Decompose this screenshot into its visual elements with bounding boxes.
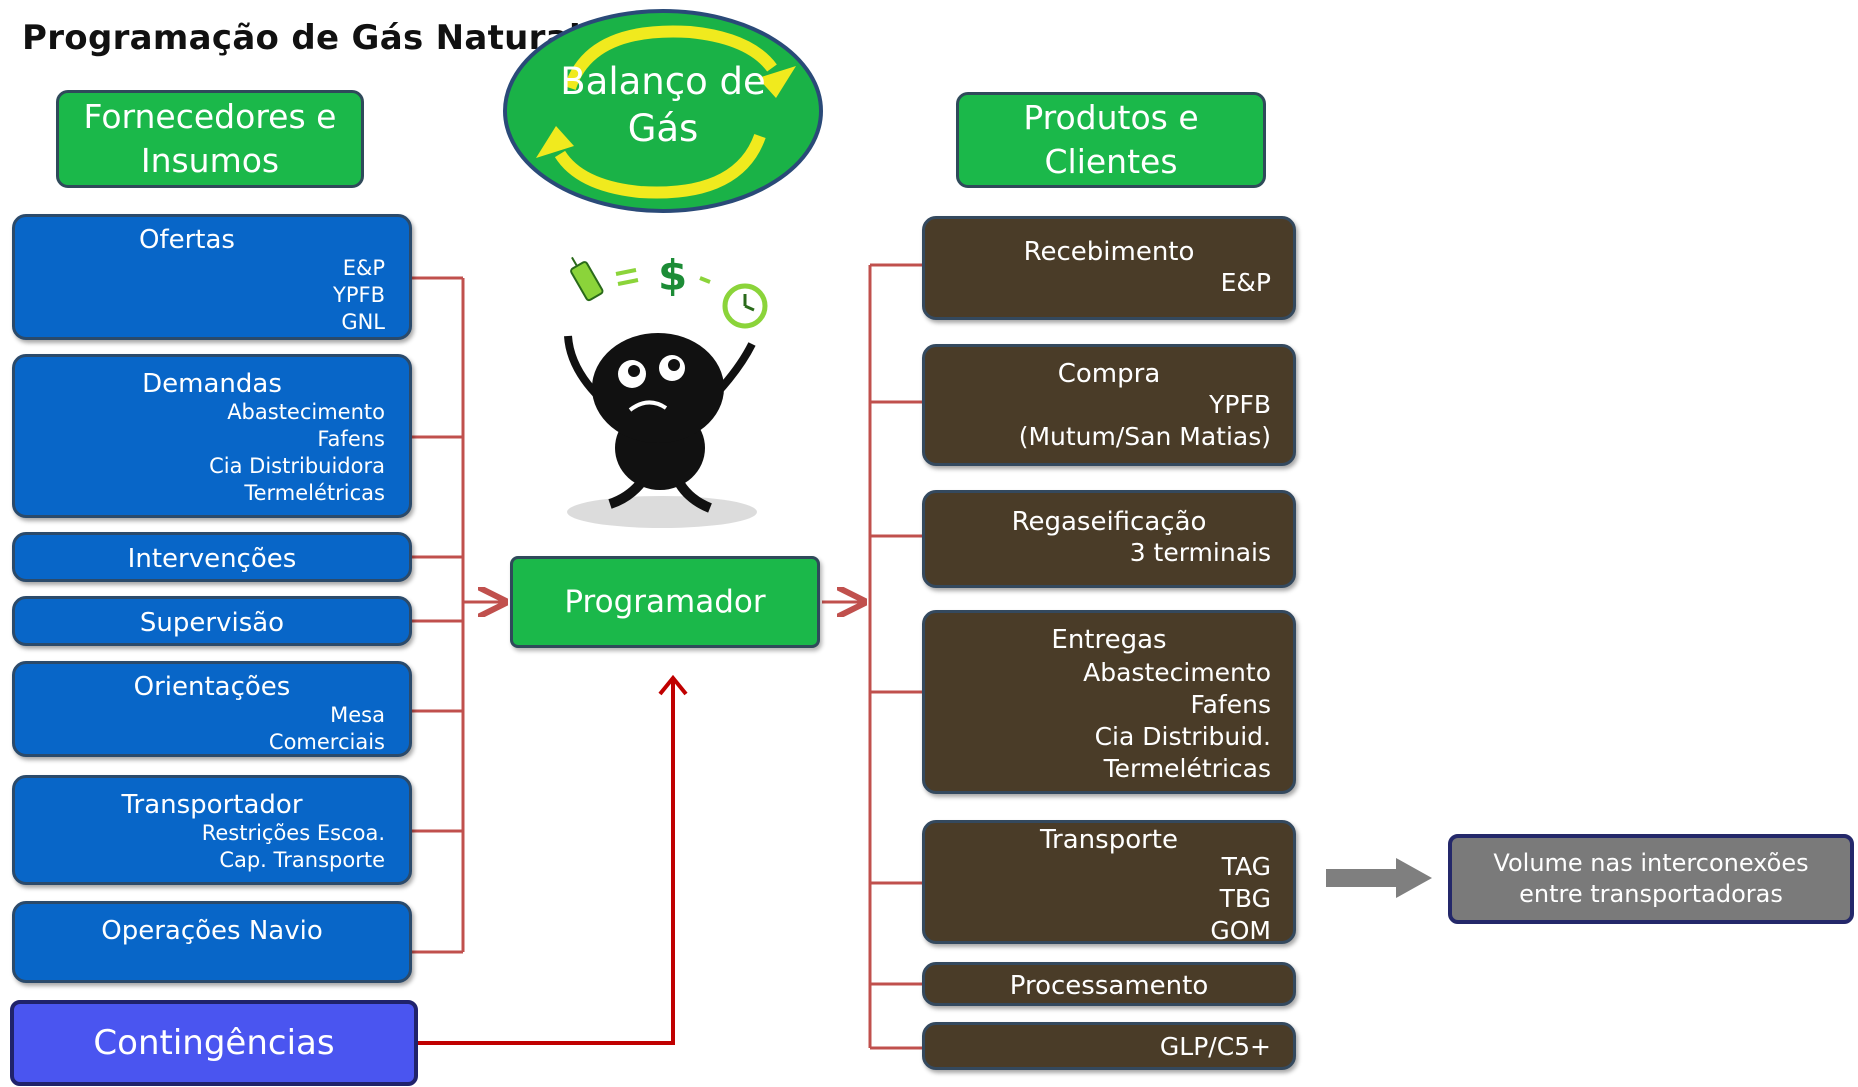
output-items: 3 terminais [1130, 537, 1271, 569]
output-item: TBG [1219, 884, 1271, 913]
output-item: Cia Distribuid. [1094, 722, 1271, 751]
phone-icon [570, 256, 604, 302]
output-items: E&P [1221, 267, 1271, 299]
output-title: Regaseificação [1011, 507, 1207, 537]
input-item: Cap. Transporte [219, 848, 385, 872]
produtos-header: Produtos e Clientes [956, 92, 1266, 188]
output-item: 3 terminais [1129, 538, 1271, 567]
input-item: GNL [341, 310, 385, 334]
input-item: Termelétricas [244, 481, 385, 505]
output-title: Transporte [1040, 825, 1178, 855]
input-item: Abastecimento [227, 400, 385, 424]
volume-note-line2: entre transportadoras [1519, 880, 1783, 908]
output-items: Abastecimento Fafens Cia Distribuid. Ter… [1083, 657, 1271, 785]
input-box-operacoes-navio: Operações Navio [12, 901, 412, 983]
fornecedores-header: Fornecedores e Insumos [56, 90, 364, 188]
input-title: Orientações [133, 672, 291, 702]
input-title: Operações Navio [101, 916, 323, 946]
input-item: Comerciais [268, 730, 385, 754]
input-item: E&P [342, 256, 385, 280]
input-item: Fafens [317, 427, 385, 451]
output-box-regaseificacao: Regaseificação 3 terminais [922, 490, 1296, 588]
volume-note-box: Volume nas interconexões entre transport… [1448, 834, 1854, 924]
input-items: Mesa Comerciais [269, 702, 385, 756]
balanco-line2: Gás [627, 107, 699, 150]
output-item: Abastecimento [1083, 658, 1271, 687]
balanco-ellipse [503, 9, 823, 213]
fornecedores-header-line2: Insumos [140, 141, 280, 180]
output-item: TAG [1221, 852, 1271, 881]
output-item: Termelétricas [1103, 754, 1271, 783]
fornecedores-header-line1: Fornecedores e [83, 97, 337, 137]
output-box-compra: Compra YPFB (Mutum/San Matias) [922, 344, 1296, 466]
input-item: Restrições Escoa. [201, 821, 385, 845]
output-item: GOM [1210, 916, 1271, 945]
balanco-line1: Balanço de [560, 60, 766, 103]
output-box-glp: GLP/C5+ [922, 1022, 1296, 1070]
output-item: Fafens [1190, 690, 1271, 719]
input-item: Cia Distribuidora [209, 454, 385, 478]
output-title: Processamento [1009, 971, 1209, 1001]
produtos-header-line1: Produtos e [1023, 98, 1199, 138]
output-items: YPFB (Mutum/San Matias) [1019, 389, 1271, 453]
input-box-supervisao: Supervisão [12, 596, 412, 646]
balanco-label: Balanço de Gás [500, 58, 826, 152]
input-item: YPFB [333, 283, 385, 307]
produtos-header-line2: Clientes [1044, 142, 1178, 181]
cycle-arrows-icon [536, 25, 796, 199]
output-item: GLP/C5+ [1159, 1032, 1271, 1061]
programador-box: Programador [510, 556, 820, 648]
clock-icon [722, 283, 768, 329]
output-items: GLP/C5+ [1160, 1031, 1271, 1063]
worried-character-icon: $ [564, 251, 768, 528]
input-title: Supervisão [139, 608, 285, 638]
input-title: Transportador [121, 790, 303, 820]
page-title: Programação de Gás Natural [22, 18, 581, 58]
output-title: Compra [1057, 359, 1161, 389]
output-title: Recebimento [1023, 237, 1195, 267]
input-items: Restrições Escoa. Cap. Transporte [202, 820, 385, 874]
input-items: Abastecimento Fafens Cia Distribuidora T… [209, 399, 385, 507]
input-box-intervencoes: Intervenções [12, 532, 412, 582]
output-box-entregas: Entregas Abastecimento Fafens Cia Distri… [922, 610, 1296, 794]
output-item: (Mutum/San Matias) [1018, 422, 1271, 451]
input-title: Ofertas [139, 225, 235, 255]
contingencias-box: Contingências [10, 1000, 418, 1086]
output-box-processamento: Processamento [922, 962, 1296, 1006]
output-items: TAG TBG GOM [1210, 851, 1271, 947]
input-box-ofertas: Ofertas E&P YPFB GNL [12, 214, 412, 340]
input-title: Intervenções [127, 544, 297, 574]
output-item: YPFB [1209, 390, 1271, 419]
input-items: E&P YPFB GNL [333, 255, 385, 336]
dollar-icon: $ [658, 251, 687, 300]
input-box-transportador: Transportador Restrições Escoa. Cap. Tra… [12, 775, 412, 885]
input-title: Demandas [142, 369, 282, 399]
output-box-transporte: Transporte TAG TBG GOM [922, 820, 1296, 947]
volume-note-line1: Volume nas interconexões [1493, 849, 1809, 877]
input-box-orientacoes: Orientações Mesa Comerciais [12, 661, 412, 757]
output-box-recebimento: Recebimento E&P [922, 216, 1296, 320]
input-box-demandas: Demandas Abastecimento Fafens Cia Distri… [12, 354, 412, 518]
input-item: Mesa [330, 703, 385, 727]
output-item: E&P [1220, 268, 1271, 297]
output-title: Entregas [1051, 625, 1167, 655]
